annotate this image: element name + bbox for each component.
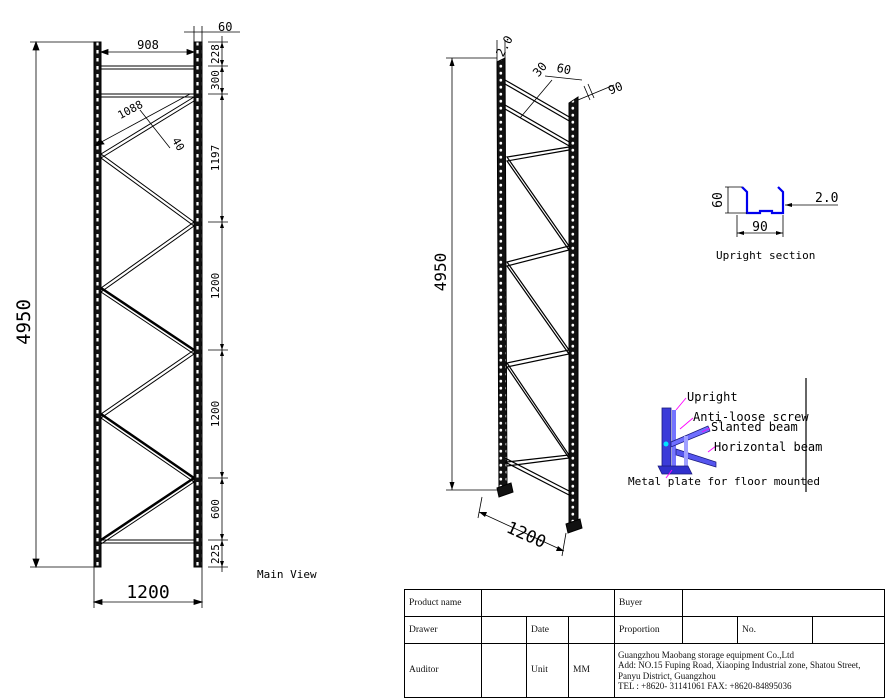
buyer-label: Buyer: [614, 589, 683, 617]
detail-text: Upright Anti-loose screw Slanted beam Ho…: [628, 390, 822, 488]
iso-view-text: 2.0 30 60 90 4950 1200: [431, 33, 625, 553]
date-value: [568, 616, 615, 644]
company-tel: TEL : +8620- 31141061 FAX: +8620-8489503…: [618, 681, 792, 691]
iso-view: [446, 40, 615, 557]
dim-600-label: 600: [209, 499, 222, 519]
detail-horizontal-beam: [675, 448, 717, 468]
iso-dim-top: [496, 40, 615, 119]
upright-section: [725, 186, 838, 237]
section-caption: Upright section: [716, 249, 815, 262]
date-label: Date: [526, 616, 569, 644]
proportion-label: Proportion: [614, 616, 683, 644]
iso-dim-depth: [477, 496, 567, 557]
iso-back-upright: [568, 96, 579, 532]
drawer-value: [481, 616, 527, 644]
section-profile: [741, 186, 785, 215]
iso-d60-label: 60: [555, 61, 572, 78]
company-info: Guangzhou Maobang storage equipment Co.,…: [614, 643, 885, 698]
iso-diagonal-braces: [505, 146, 571, 467]
section-w90-label: 90: [752, 220, 768, 235]
dim-300-label: 300: [209, 70, 222, 90]
detail-slanted-beam: [670, 425, 711, 448]
dim-post-width-label: 60: [218, 20, 232, 34]
detail-label-screw: Anti-loose screw: [693, 410, 809, 424]
drawer-label: Drawer: [404, 616, 482, 644]
detail-label-plate: Metal plate for floor mounted: [628, 475, 820, 488]
main-view: [30, 26, 240, 608]
title-row-1: Product name Buyer: [404, 589, 885, 617]
company-name: Guangzhou Maobang storage equipment Co.,…: [618, 649, 794, 660]
detail-label-upright: Upright: [687, 390, 738, 404]
product-name-label: Product name: [404, 589, 482, 617]
iso-height-label: 4950: [431, 253, 450, 292]
main-view-text: 4950 908 60 228 300 1197 1200 1200 600 2…: [13, 20, 317, 603]
auditor-label: Auditor: [404, 643, 482, 698]
detail-screw: [663, 441, 669, 447]
proportion-value: [682, 616, 738, 644]
detail-upright: [661, 407, 672, 469]
detail-floor-plate: [657, 465, 693, 475]
title-row-3: Auditor Unit MM Guangzhou Maobang storag…: [404, 643, 885, 698]
dim-diagonal: [93, 93, 191, 149]
no-value: [812, 616, 885, 644]
main-view-caption: Main View: [257, 568, 317, 581]
dim-diagonal-label: 1088: [116, 98, 146, 122]
dim-inner-width-label: 908: [137, 38, 159, 52]
dim-225-label: 225: [209, 544, 222, 564]
iso-thickness-label: 2.0: [493, 33, 516, 59]
iso-dim-height: [446, 57, 497, 491]
company-address-2: Panyu District, Guangzhou: [618, 670, 716, 681]
dim-post-width: [184, 26, 240, 42]
left-upright: [93, 41, 102, 568]
no-label: No.: [737, 616, 813, 644]
connection-detail: [657, 378, 807, 492]
dim-diag-gap-label: 40: [169, 135, 187, 153]
iso-depth-label: 1200: [503, 518, 549, 553]
iso-horizontal-beams: [504, 79, 572, 497]
iso-back-plate: [565, 518, 583, 534]
dim-bottom-width-label: 1200: [126, 582, 169, 603]
right-upright: [193, 41, 203, 568]
detail-label-horizontal: Horizontal beam: [714, 440, 822, 454]
dim-228-label: 228: [209, 44, 222, 64]
buyer-value: [682, 589, 885, 617]
section-h60-label: 60: [711, 192, 726, 208]
title-row-2: Drawer Date Proportion No.: [404, 616, 885, 644]
auditor-value: [481, 643, 527, 698]
section-t-label: 2.0: [815, 191, 838, 206]
detail-leaders: [665, 397, 717, 479]
unit-value: MM: [568, 643, 615, 698]
company-address-1: Add: NO.15 Fuping Road, Xiaoping Industr…: [618, 660, 861, 670]
iso-front-plate: [496, 482, 514, 498]
dim-right-chain: [208, 36, 228, 572]
section-text: 60 90 2.0 Upright section: [711, 191, 838, 262]
dim-1200a-label: 1200: [209, 273, 222, 300]
detail-label-slanted: Slanted beam: [711, 420, 798, 434]
horizontal-beams: [101, 65, 194, 544]
iso-front-upright: [496, 57, 508, 495]
dim-1200b-label: 1200: [209, 401, 222, 428]
dim-bottom-width: [92, 567, 204, 608]
dim-overall-height: [30, 40, 94, 569]
unit-label: Unit: [526, 643, 569, 698]
dim-inner-width: [99, 48, 196, 56]
diagonal-braces: [100, 96, 195, 545]
product-name-value: [481, 589, 615, 617]
title-block: Product name Buyer Drawer Date Proportio…: [404, 589, 885, 698]
dim-1197-label: 1197: [209, 145, 222, 172]
iso-d90-label: 90: [606, 79, 625, 97]
dim-overall-height-label: 4950: [13, 299, 35, 345]
